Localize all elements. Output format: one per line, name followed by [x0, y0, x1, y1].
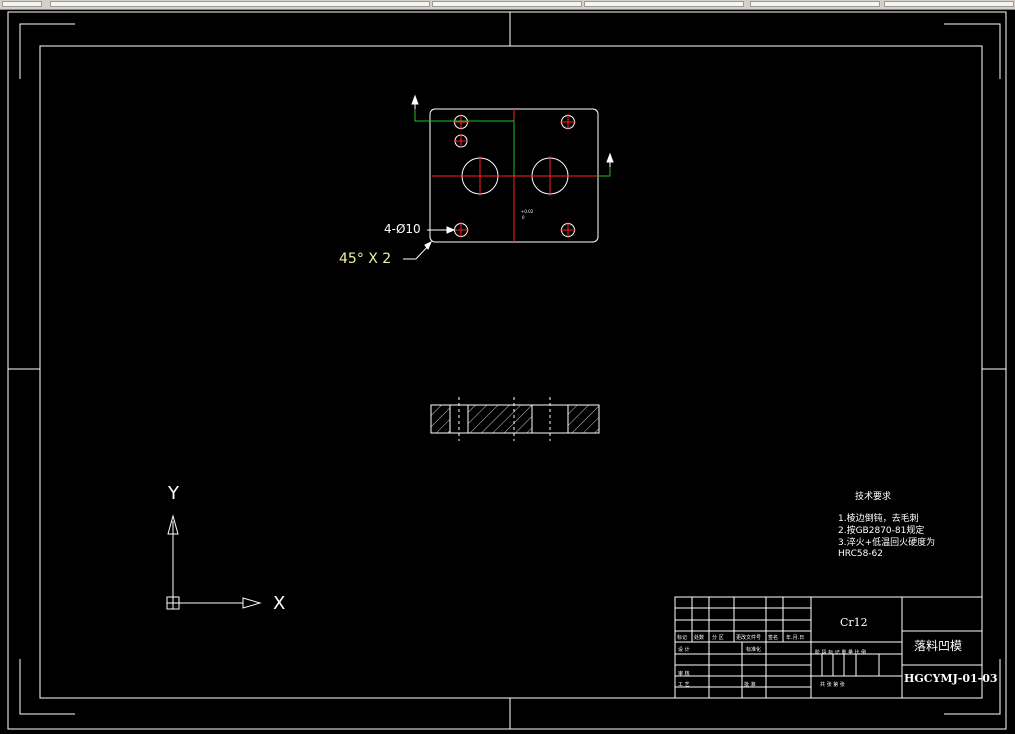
- tb-label-approve: 批 准: [744, 682, 756, 688]
- tolerance-zero: 0: [522, 215, 525, 220]
- plan-view[interactable]: [403, 94, 614, 260]
- color-dropdown[interactable]: [432, 1, 582, 7]
- ucs-x-label: X: [273, 593, 286, 614]
- plotstyle-dropdown[interactable]: [884, 1, 1014, 7]
- hole-callout-leader: [427, 226, 456, 234]
- trim-mark-bl: [19, 659, 75, 715]
- tb-label-signature: 签名: [768, 635, 779, 641]
- tech-requirement-item: 1.棱边倒钝，去毛刺: [838, 514, 919, 524]
- trim-mark-br: [944, 659, 1001, 715]
- outer-border: [7, 11, 1007, 730]
- inner-border: [39, 45, 983, 699]
- hole-callout[interactable]: 4-Ø10: [384, 222, 421, 236]
- linetype-dropdown[interactable]: [584, 1, 744, 7]
- drawing-canvas[interactable]: [0, 9, 1015, 734]
- tech-requirement-item: 2.按GB2870-81规定: [838, 526, 925, 536]
- trim-mark-tr: [944, 23, 1001, 79]
- tb-label-mark: 标记: [677, 635, 688, 641]
- tb-label-date: 年.月.日: [786, 635, 805, 641]
- ucs-icon: [166, 514, 262, 610]
- tolerance-note: +0.02: [521, 209, 534, 214]
- centerlines: [432, 109, 598, 242]
- tb-label-zone: 分 区: [712, 635, 724, 641]
- tb-label-standardize: 标准化: [746, 647, 762, 653]
- layer-dropdown[interactable]: [50, 1, 430, 7]
- chamfer-leader: [403, 240, 432, 260]
- chamfer-callout[interactable]: 45° X 2: [339, 251, 392, 267]
- tech-requirements-title: 技术要求: [855, 492, 892, 502]
- tb-label-change-doc: 更改文件号: [736, 635, 762, 641]
- drawing-number-field[interactable]: HGCYMJ-01-03: [904, 672, 998, 685]
- tb-label-count: 处数: [694, 635, 705, 641]
- trim-mark-tl: [19, 23, 75, 79]
- part-name-field[interactable]: 落料凹模: [914, 639, 963, 653]
- section-view[interactable]: [430, 397, 600, 441]
- tech-requirement-item: 3.淬火+低温回火硬度为: [838, 538, 936, 548]
- material-field[interactable]: Cr12: [840, 616, 868, 629]
- title-block[interactable]: [674, 596, 983, 699]
- tb-label-sheets: 共 张 第 张: [820, 682, 845, 688]
- section-arrows: [411, 94, 614, 167]
- tech-requirement-item: HRC58-62: [838, 549, 884, 559]
- sheet-frame: [7, 11, 1007, 730]
- tb-label-stage: 阶 段 标 记 重 量 比 例: [815, 650, 867, 656]
- ucs-y-label: Y: [168, 483, 179, 504]
- tb-label-process: 工 艺: [678, 682, 690, 688]
- tb-label-review: 审 核: [678, 671, 690, 677]
- lineweight-dropdown[interactable]: [750, 1, 880, 7]
- toolbar-field[interactable]: [2, 1, 42, 7]
- section-line: [414, 109, 611, 177]
- tb-label-design: 设 计: [678, 647, 690, 653]
- toolbar-strip: [0, 0, 1015, 10]
